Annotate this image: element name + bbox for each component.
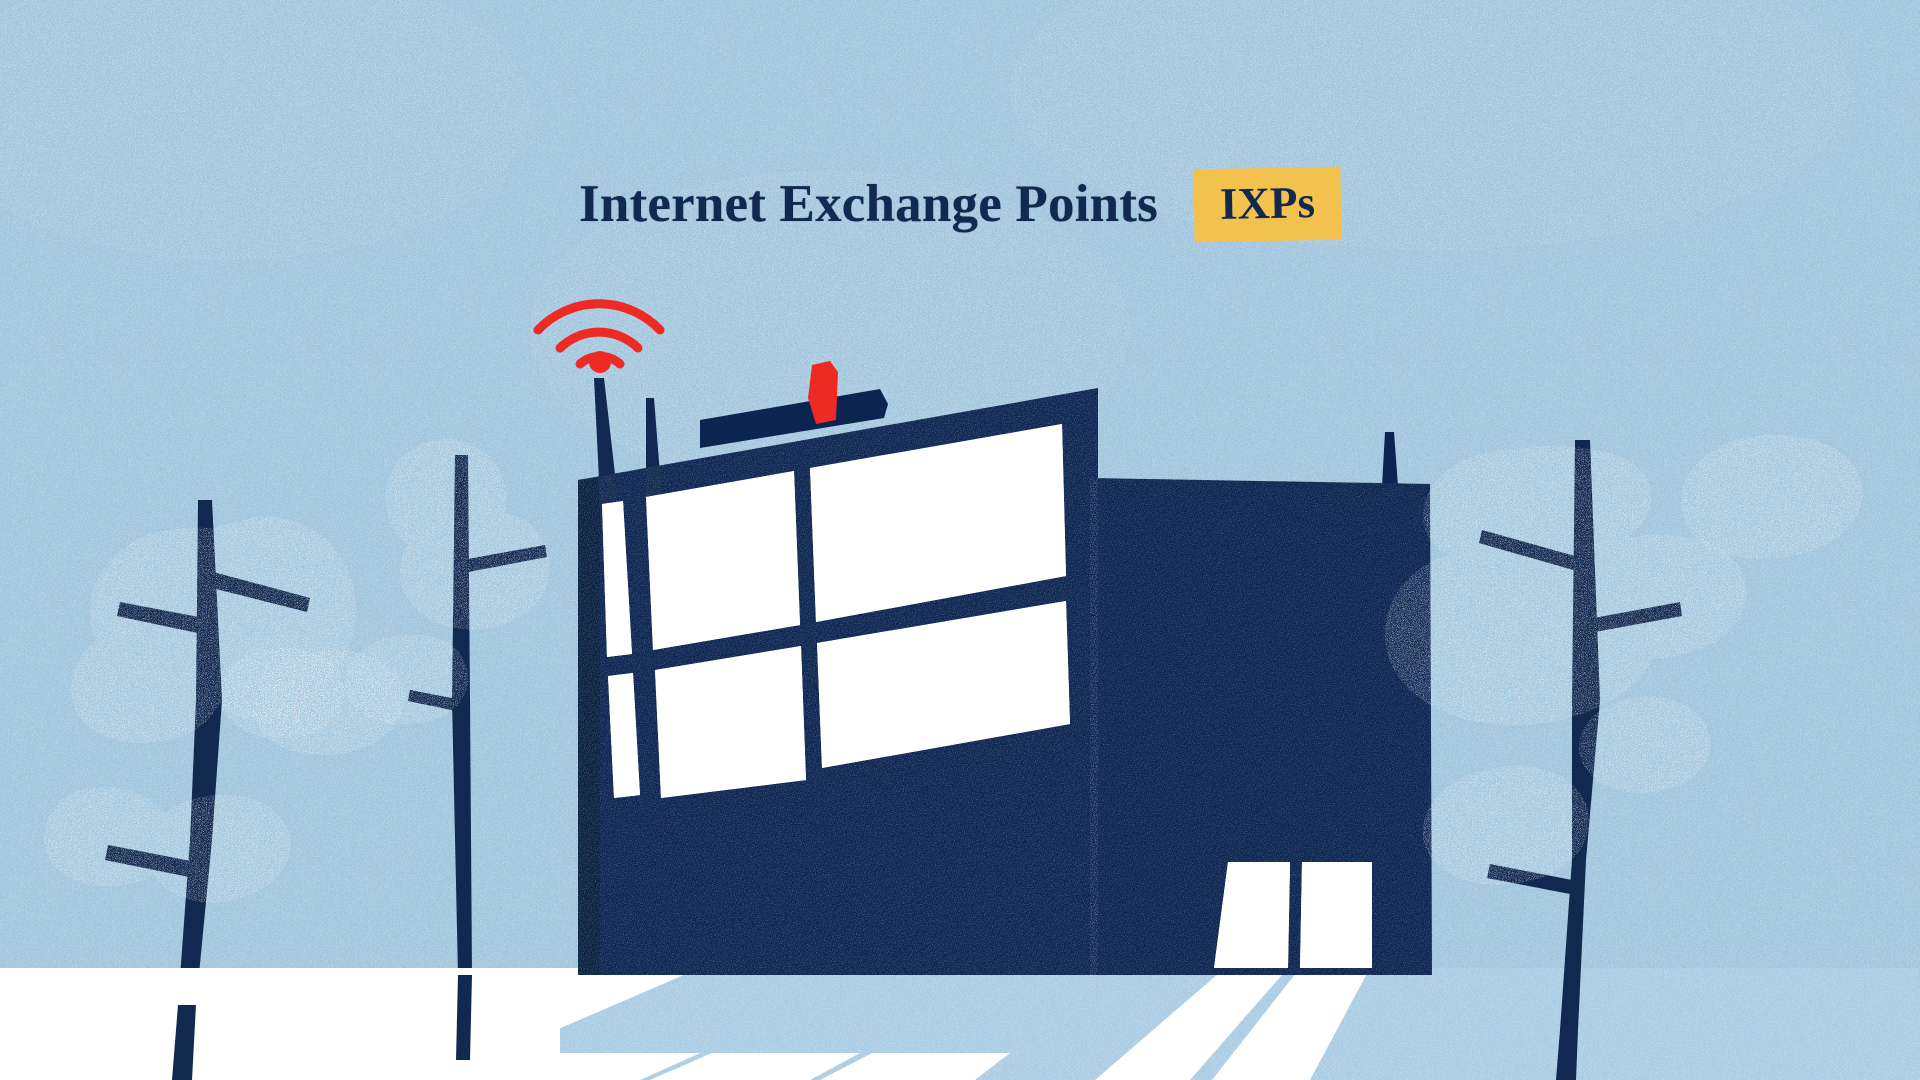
wifi-signal-dot [589, 351, 611, 373]
tree-left-midleaf [253, 649, 404, 755]
roof-flag-marker [808, 361, 838, 424]
tree-right-far-leaf [1680, 434, 1863, 559]
tree-right [1384, 440, 1747, 1030]
building [578, 361, 1432, 975]
rooftop-unit [700, 389, 888, 448]
window-grid-overlay [602, 424, 1070, 798]
antenna-mast-tall [594, 378, 618, 500]
entrance-doorway-overlay [1214, 862, 1372, 968]
doorway-light-beams [1095, 968, 1370, 1080]
tree-trunks-foreground [172, 975, 1578, 1080]
